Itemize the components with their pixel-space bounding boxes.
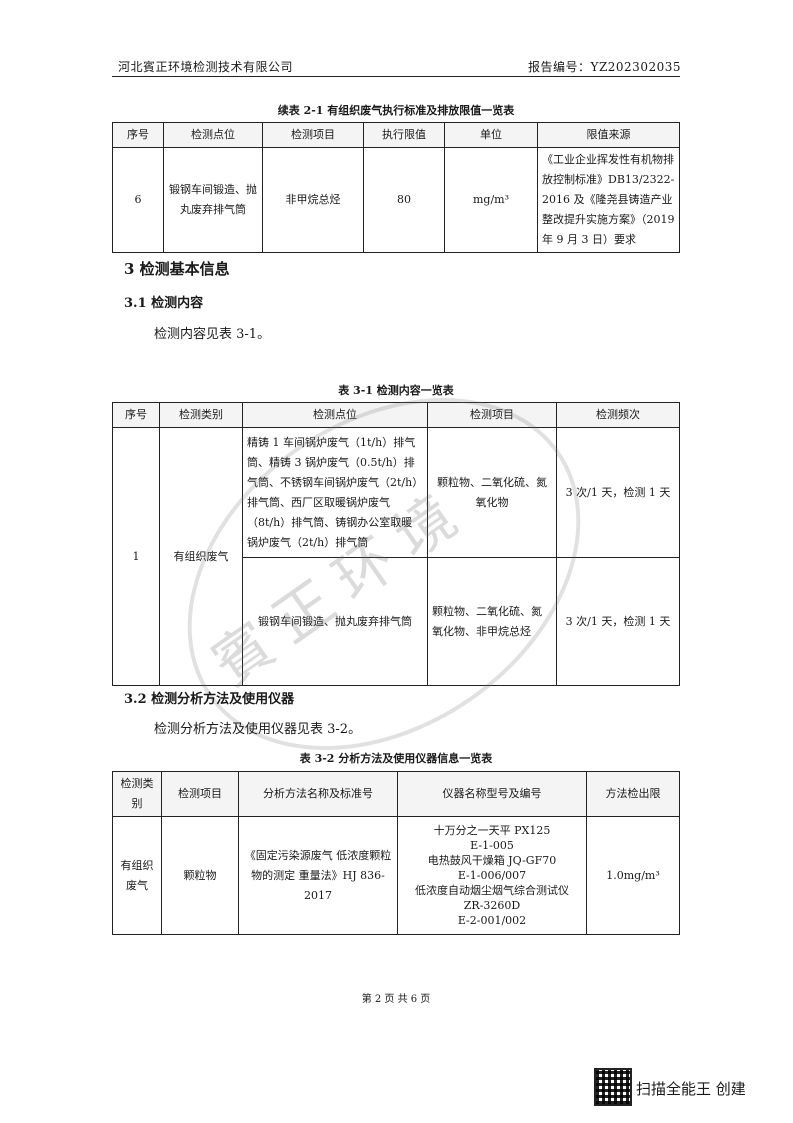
- table-row: 1 有组织废气 精铸 1 车间锅炉废气（1t/h）排气筒、精铸 3 锅炉废气（0…: [112, 427, 680, 686]
- qr-code-icon: [594, 1068, 632, 1106]
- table21-col-point: 检测点位: [163, 122, 263, 148]
- table21-col-no: 序号: [112, 122, 164, 148]
- table21-col-limit: 执行限值: [363, 122, 445, 148]
- table31-col-freq: 检测频次: [556, 402, 680, 428]
- instrument-line: 低浓度自动烟尘烟气综合测试仪: [415, 884, 569, 897]
- table21-col-item: 检测项目: [262, 122, 364, 148]
- table21-source: 《工业企业挥发性有机物排放控制标准》DB13/2322-2016 及《隆尧县铸造…: [537, 147, 680, 253]
- table32-col-item: 检测项目: [161, 771, 239, 817]
- report-number-label: 报告编号：: [528, 60, 591, 74]
- report-number: 报告编号：YZ202302035: [528, 58, 681, 75]
- instrument-line: E-1-005: [470, 839, 514, 852]
- table31-items-1: 颗粒物、二氧化硫、氮氧化物: [427, 427, 557, 558]
- header-rule: [112, 76, 680, 77]
- table32-col-instrument: 仪器名称型号及编号: [397, 771, 587, 817]
- table31-no: 1: [112, 427, 160, 686]
- table32-col-limit: 方法检出限: [586, 771, 680, 817]
- table21-caption: 续表 2-1 有组织废气执行标准及排放限值一览表: [277, 104, 515, 117]
- instrument-line: 电热鼓风干燥箱 JQ-GF70: [427, 854, 557, 867]
- table31-col-no: 序号: [112, 402, 160, 428]
- table21: 序号 检测点位 检测项目 执行限值 单位 限值来源 6 锻钢车间锻造、抛丸废弃排…: [112, 122, 680, 253]
- instrument-line: ZR-3260D: [463, 899, 521, 912]
- table31-freq-2: 3 次/1 天，检测 1 天: [556, 557, 680, 686]
- instrument-line: E-1-006/007: [457, 869, 527, 882]
- table21-col-unit: 单位: [444, 122, 538, 148]
- section-3-1-text: 检测内容见表 3-1。: [154, 327, 271, 342]
- table21-no: 6: [112, 147, 164, 253]
- table32-item: 颗粒物: [161, 816, 239, 935]
- table21-limit: 80: [363, 147, 445, 253]
- table32: 检测类别 检测项目 分析方法名称及标准号 仪器名称型号及编号 方法检出限 有组织…: [112, 771, 680, 935]
- table21-point: 锻钢车间锻造、抛丸废弃排气筒: [163, 147, 263, 253]
- table32-col-method: 分析方法名称及标准号: [238, 771, 398, 817]
- table32-category: 有组织废气: [112, 816, 162, 935]
- table31-col-items: 检测项目: [427, 402, 557, 428]
- table32-instruments: 十万分之一天平 PX125 E-1-005 电热鼓风干燥箱 JQ-GF70 E-…: [397, 816, 587, 935]
- table31-col-category: 检测类别: [159, 402, 243, 428]
- table31-category: 有组织废气: [159, 427, 243, 686]
- table31-items-2: 颗粒物、二氧化硫、氮氧化物、非甲烷总烃: [427, 557, 557, 686]
- instrument-line: E-2-001/002: [457, 914, 527, 927]
- table31: 序号 检测类别 检测点位 检测项目 检测频次 1 有组织废气 精铸 1 车间锅炉…: [112, 402, 680, 686]
- table21-header-row: 序号 检测点位 检测项目 执行限值 单位 限值来源: [112, 122, 680, 148]
- table32-method: 《固定污染源废气 低浓度颗粒物的测定 重量法》HJ 836-2017: [238, 816, 398, 935]
- section-3-1-title: 3.1 检测内容: [124, 296, 204, 311]
- table-row: 锻钢车间锻造、抛丸废弃排气筒 颗粒物、二氧化硫、氮氧化物、非甲烷总烃 3 次/1…: [113, 557, 680, 686]
- table21-unit: mg/m³: [444, 147, 538, 253]
- instrument-line: 十万分之一天平 PX125: [433, 824, 551, 837]
- table32-limit: 1.0mg/m³: [586, 816, 680, 935]
- table31-header-row: 序号 检测类别 检测点位 检测项目 检测频次: [112, 402, 680, 428]
- table21-item: 非甲烷总烃: [262, 147, 364, 253]
- page-number: 第 2 页 共 6 页: [361, 994, 431, 1005]
- table32-col-category: 检测类别: [112, 771, 162, 817]
- table21-col-source: 限值来源: [537, 122, 680, 148]
- table32-header-row: 检测类别 检测项目 分析方法名称及标准号 仪器名称型号及编号 方法检出限: [112, 771, 680, 817]
- section-3-2-text: 检测分析方法及使用仪器见表 3-2。: [154, 722, 362, 737]
- table32-caption: 表 3-2 分析方法及使用仪器信息一览表: [299, 752, 493, 765]
- scanner-watermark: 扫描全能王 创建: [636, 1080, 746, 1098]
- company-name: 河北賓正环境检测技术有限公司: [118, 60, 294, 74]
- table31-freq-1: 3 次/1 天，检测 1 天: [556, 427, 680, 558]
- table-row: 有组织废气 颗粒物 《固定污染源废气 低浓度颗粒物的测定 重量法》HJ 836-…: [112, 816, 680, 935]
- section-3-2-title: 3.2 检测分析方法及使用仪器: [124, 692, 295, 707]
- report-number-value: YZ202302035: [590, 60, 681, 74]
- table-row: 6 锻钢车间锻造、抛丸废弃排气筒 非甲烷总烃 80 mg/m³ 《工业企业挥发性…: [112, 147, 680, 253]
- table31-point-1: 精铸 1 车间锅炉废气（1t/h）排气筒、精铸 3 锅炉废气（0.5t/h）排气…: [242, 427, 428, 558]
- table31-caption: 表 3-1 检测内容一览表: [338, 384, 454, 397]
- section-3-title: 3 检测基本信息: [124, 260, 230, 278]
